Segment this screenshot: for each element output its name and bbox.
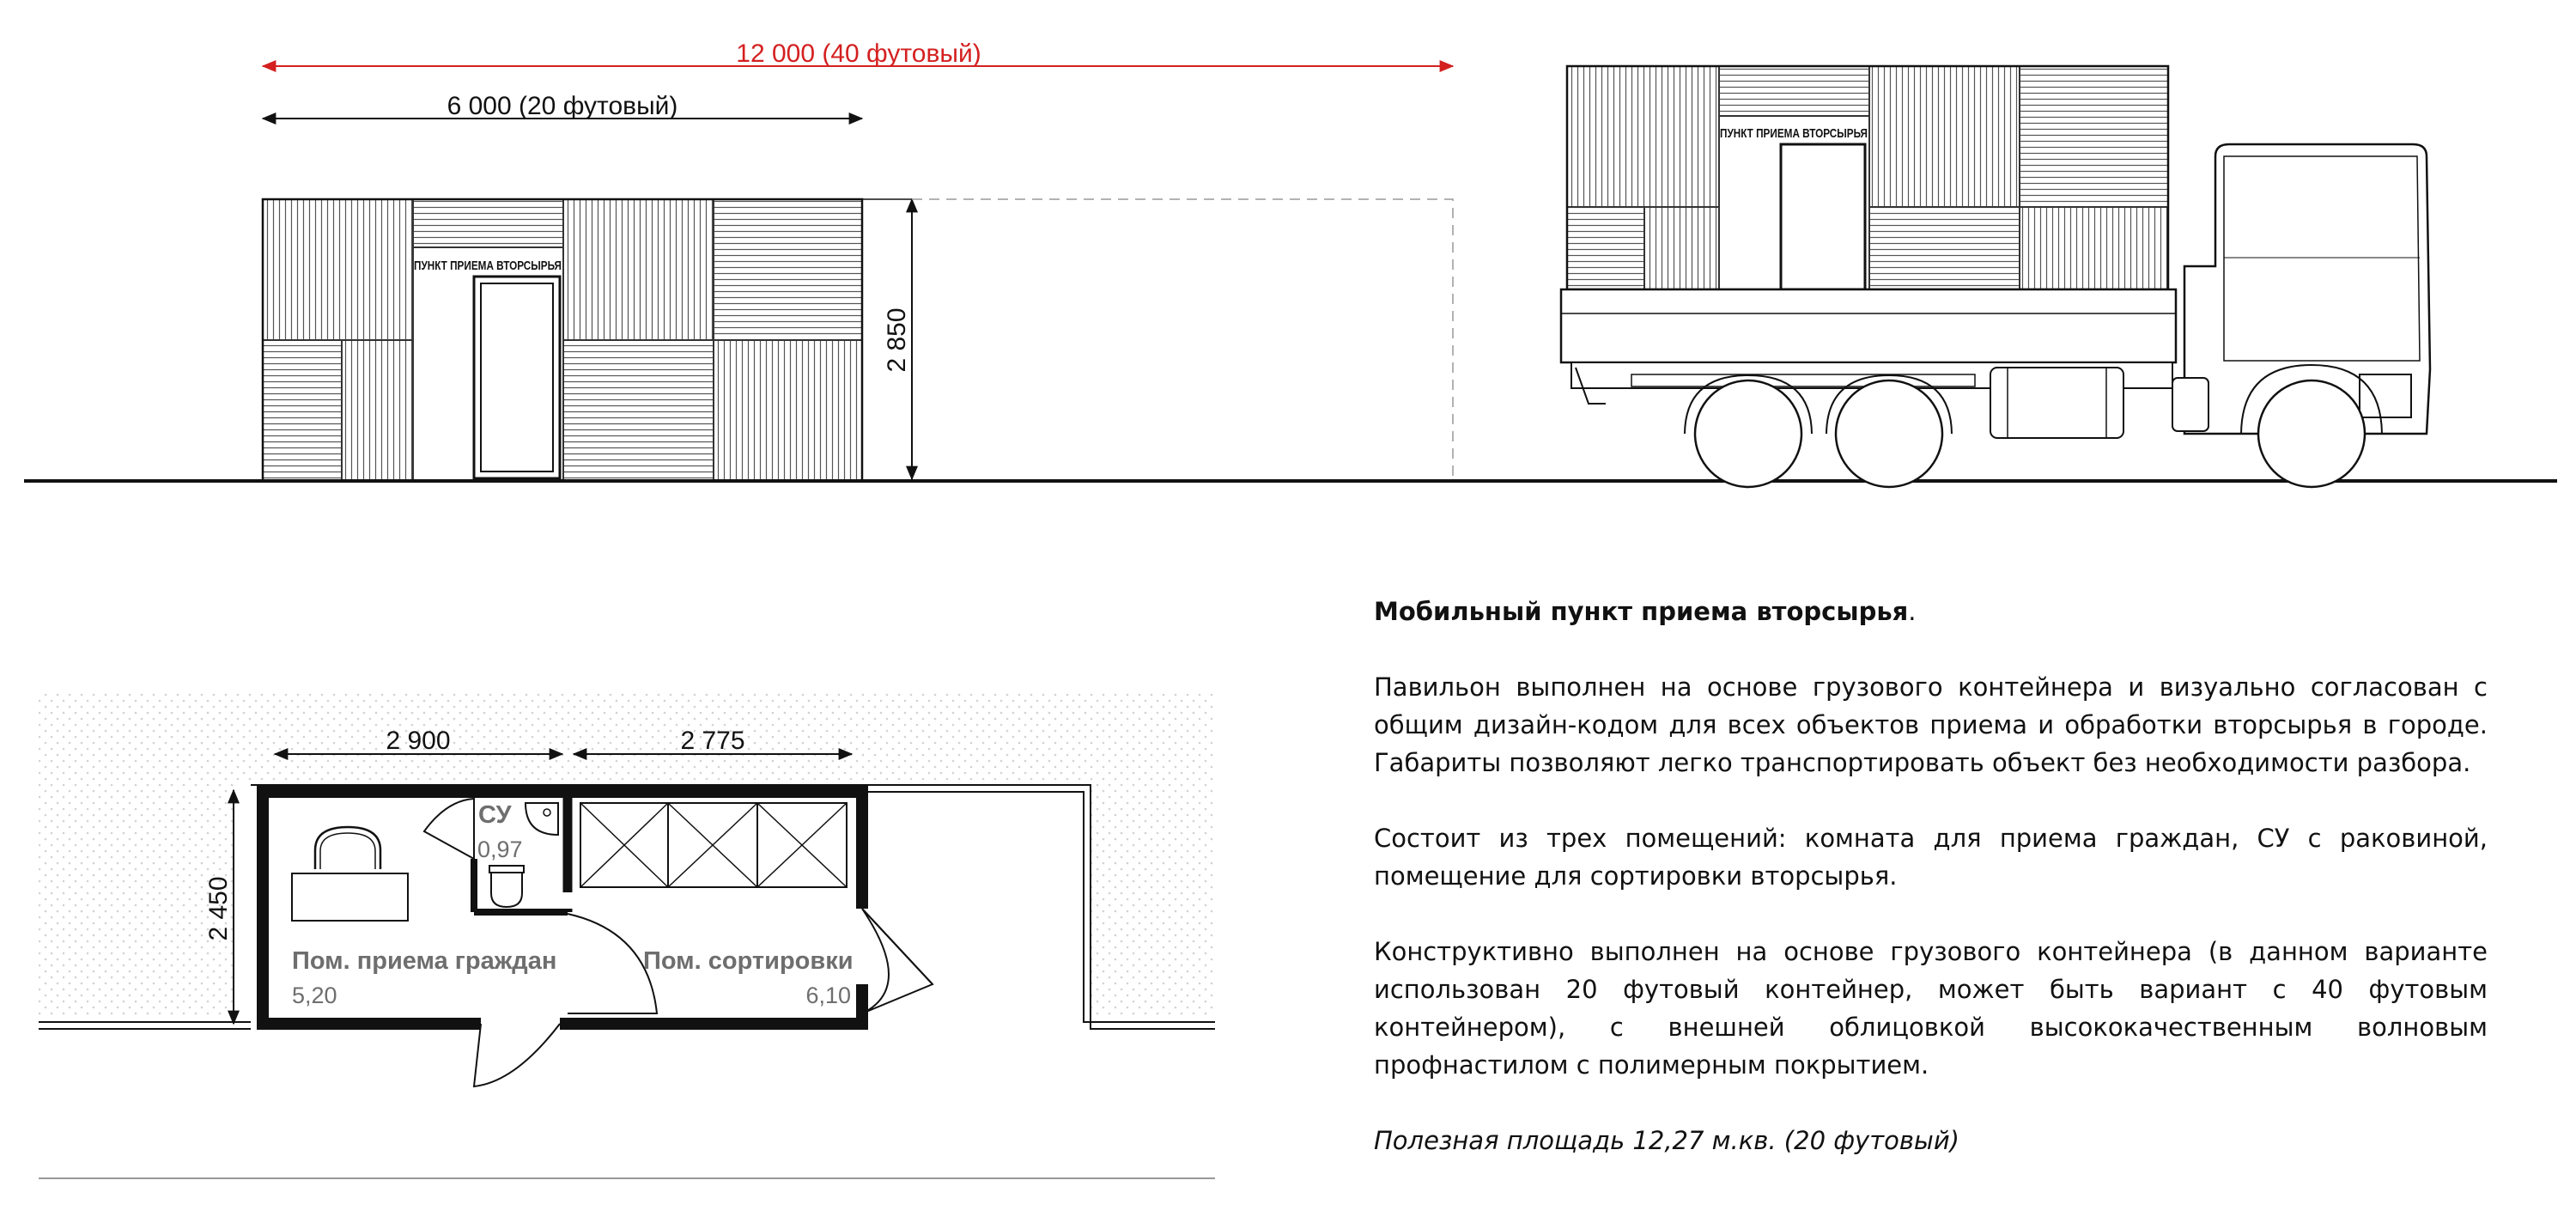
sorting-label: Пом. сортировки xyxy=(643,947,854,975)
reception-label: Пом. приема граждан xyxy=(292,947,556,975)
dimension-label-20ft: 6 000 (20 футовый) xyxy=(447,92,678,120)
description-block: Мобильный пункт приема вторсырья. Павиль… xyxy=(1374,593,2488,1197)
side-door-swing xyxy=(861,908,934,1014)
wc-door-swing xyxy=(422,797,475,860)
description-paragraph-2: Состоит из трех помещений: комната для п… xyxy=(1374,824,2488,891)
reception-area: 5,20 xyxy=(292,983,337,1008)
truck-wheel-1 xyxy=(1693,379,1803,489)
dimension-label-40ft: 12 000 (40 футовый) xyxy=(736,40,981,68)
truck-wheel-3 xyxy=(2257,379,2366,489)
dimension-label-room2: 2 775 xyxy=(680,727,744,755)
sorting-area: 6,10 xyxy=(805,983,851,1008)
reception-desk xyxy=(291,873,409,922)
entrance-door-swing xyxy=(472,1023,561,1088)
sorting-shelves xyxy=(580,802,848,888)
reception-chair xyxy=(313,825,382,869)
description-title-text: Мобильный пункт приема вторсырья xyxy=(1374,597,1909,626)
truck-flatbed xyxy=(1559,288,2178,364)
elevation-sign: ПУНКТ ПРИЕМА ВТОРСЫРЬЯ xyxy=(414,259,562,273)
description-paragraph-1: Павильон выполнен на основе грузового ко… xyxy=(1374,672,2488,777)
dimension-label-depth: 2 450 xyxy=(204,876,233,940)
dimension-label-height: 2 850 xyxy=(883,307,911,372)
wc-label: СУ xyxy=(478,801,513,829)
truck-fuel-tank xyxy=(1990,367,2124,439)
usable-area-note: Полезная площадь 12,27 м.кв. (20 футовый… xyxy=(1374,1126,1959,1155)
wc-toilet xyxy=(490,872,523,909)
floor-plan: 2 900 2 775 2 450 xyxy=(39,691,1215,1088)
internal-door-swing xyxy=(567,913,659,1014)
wc-area: 0,97 xyxy=(477,837,523,862)
description-title-suffix: . xyxy=(1908,597,1917,626)
dimension-label-room1: 2 900 xyxy=(386,727,450,755)
description-title: Мобильный пункт приема вторсырья. xyxy=(1374,593,2488,630)
elevation-door xyxy=(472,275,562,480)
container-40ft-outline xyxy=(912,198,1454,481)
container-elevation: 12 000 (40 футовый) 6 000 (20 футовый) П… xyxy=(261,40,1455,483)
truck-sign: ПУНКТ ПРИЕМА ВТОРСЫРЬЯ xyxy=(1720,126,1868,141)
truck-wheel-2 xyxy=(1834,379,1944,489)
truck-container-door xyxy=(1779,143,1867,291)
description-paragraph-3: Конструктивно выполнен на основе грузово… xyxy=(1374,937,2488,1080)
truck-with-container: ПУНКТ ПРИЕМА ВТОРСЫРЬЯ xyxy=(1559,64,2432,489)
